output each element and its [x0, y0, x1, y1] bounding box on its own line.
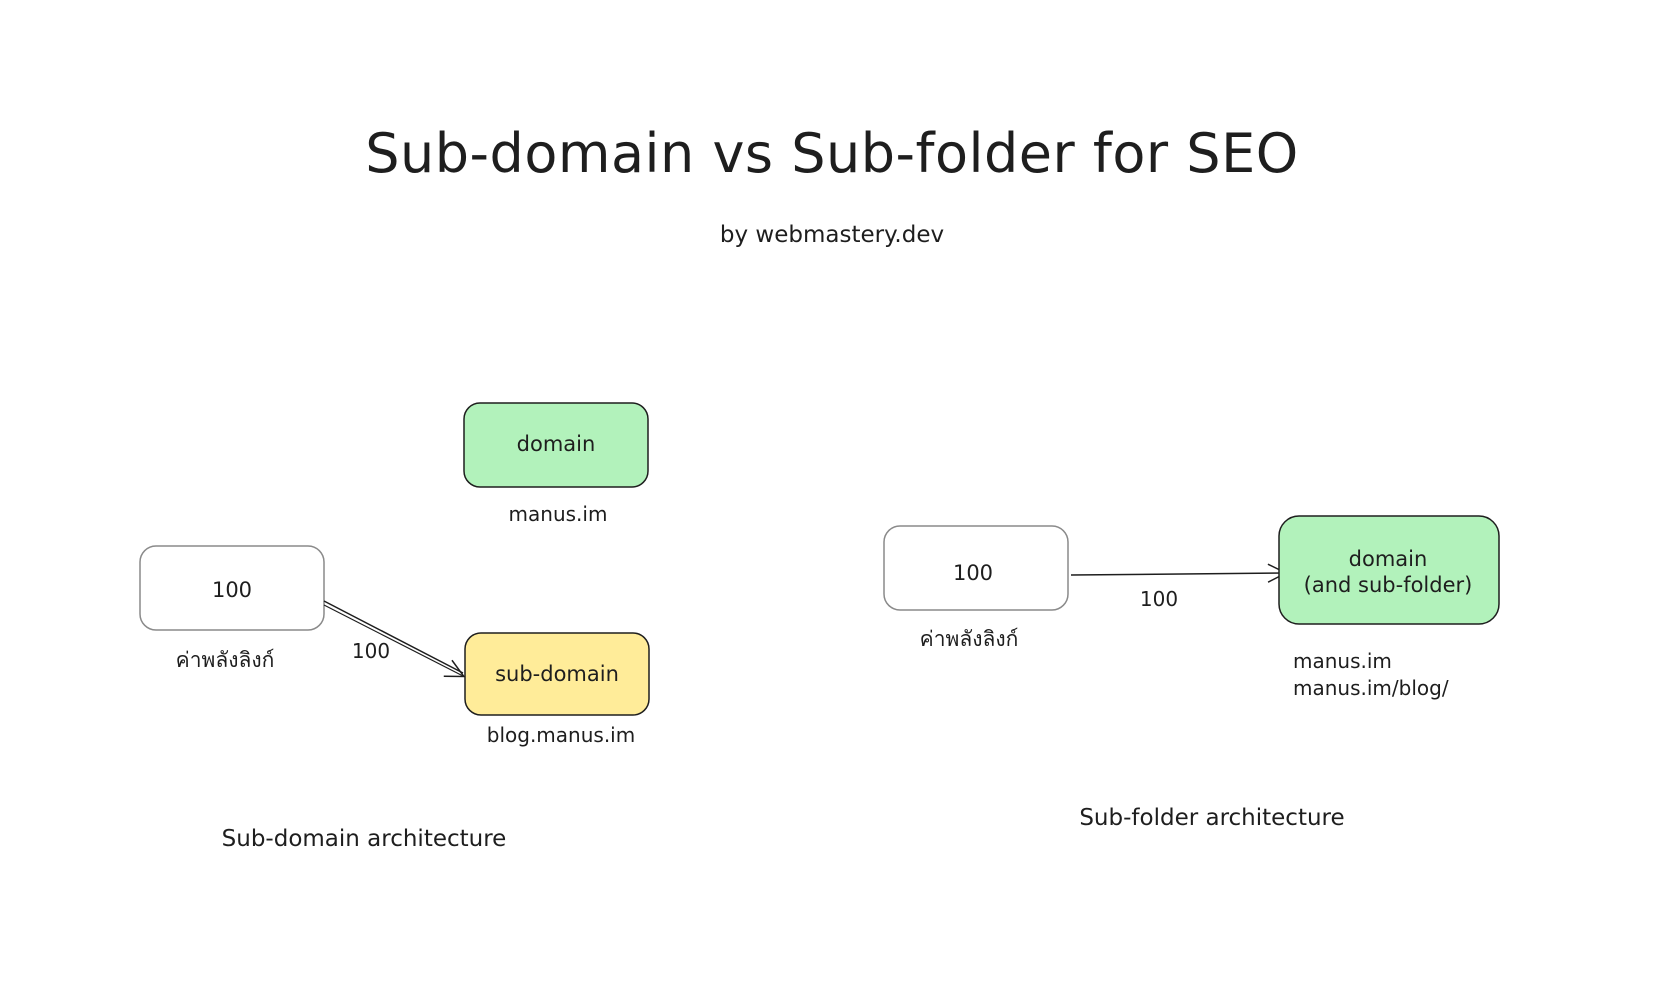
right-link-arrow — [1070, 563, 1288, 583]
left-subdomain-box[interactable]: sub-domain — [464, 632, 650, 716]
left-link-arrow — [323, 600, 466, 678]
page-title: Sub-domain vs Sub-folder for SEO — [365, 122, 1299, 185]
right-domain-rect — [1278, 515, 1500, 625]
right-blog-url: manus.im/blog/ — [1293, 676, 1449, 700]
right-arrow-value: 100 — [1140, 587, 1178, 611]
right-domain-url: manus.im — [1293, 649, 1392, 673]
left-domain-box[interactable]: domain — [463, 402, 649, 488]
right-arrow-line — [1070, 563, 1288, 583]
left-source-value: 100 — [212, 578, 252, 602]
subdomain-architecture: 100 ค่าพลังลิงก์ 100 domain manus.im sub… — [139, 402, 650, 852]
right-source-label: ค่าพลังลิงก์ — [920, 627, 1019, 651]
subfolder-architecture: 100 ค่าพลังลิงก์ 100 domain (and sub-fol… — [883, 515, 1500, 831]
left-source-rect — [139, 545, 325, 631]
left-arrow-line — [323, 600, 464, 674]
left-source-label: ค่าพลังลิงก์ — [176, 648, 275, 672]
right-source-rect — [883, 525, 1069, 611]
right-source-box[interactable]: 100 — [883, 525, 1069, 611]
left-arrow-value: 100 — [352, 639, 390, 663]
left-arrow-line-sketch — [323, 604, 466, 678]
right-domain-label-line2: (and sub-folder) — [1304, 573, 1473, 597]
left-source-box[interactable]: 100 — [139, 545, 325, 631]
right-source-value: 100 — [953, 561, 993, 585]
left-domain-label: domain — [517, 432, 596, 456]
left-subdomain-rect — [464, 632, 650, 716]
left-subdomain-url: blog.manus.im — [487, 723, 635, 747]
left-caption: Sub-domain architecture — [222, 826, 507, 852]
left-subdomain-label: sub-domain — [495, 662, 619, 686]
right-domain-label-line1: domain — [1349, 547, 1428, 571]
right-domain-box[interactable]: domain (and sub-folder) — [1278, 515, 1500, 625]
right-caption: Sub-folder architecture — [1079, 805, 1344, 831]
page-subtitle: by webmastery.dev — [719, 222, 945, 248]
left-domain-url: manus.im — [509, 502, 608, 526]
left-domain-rect — [463, 402, 649, 488]
